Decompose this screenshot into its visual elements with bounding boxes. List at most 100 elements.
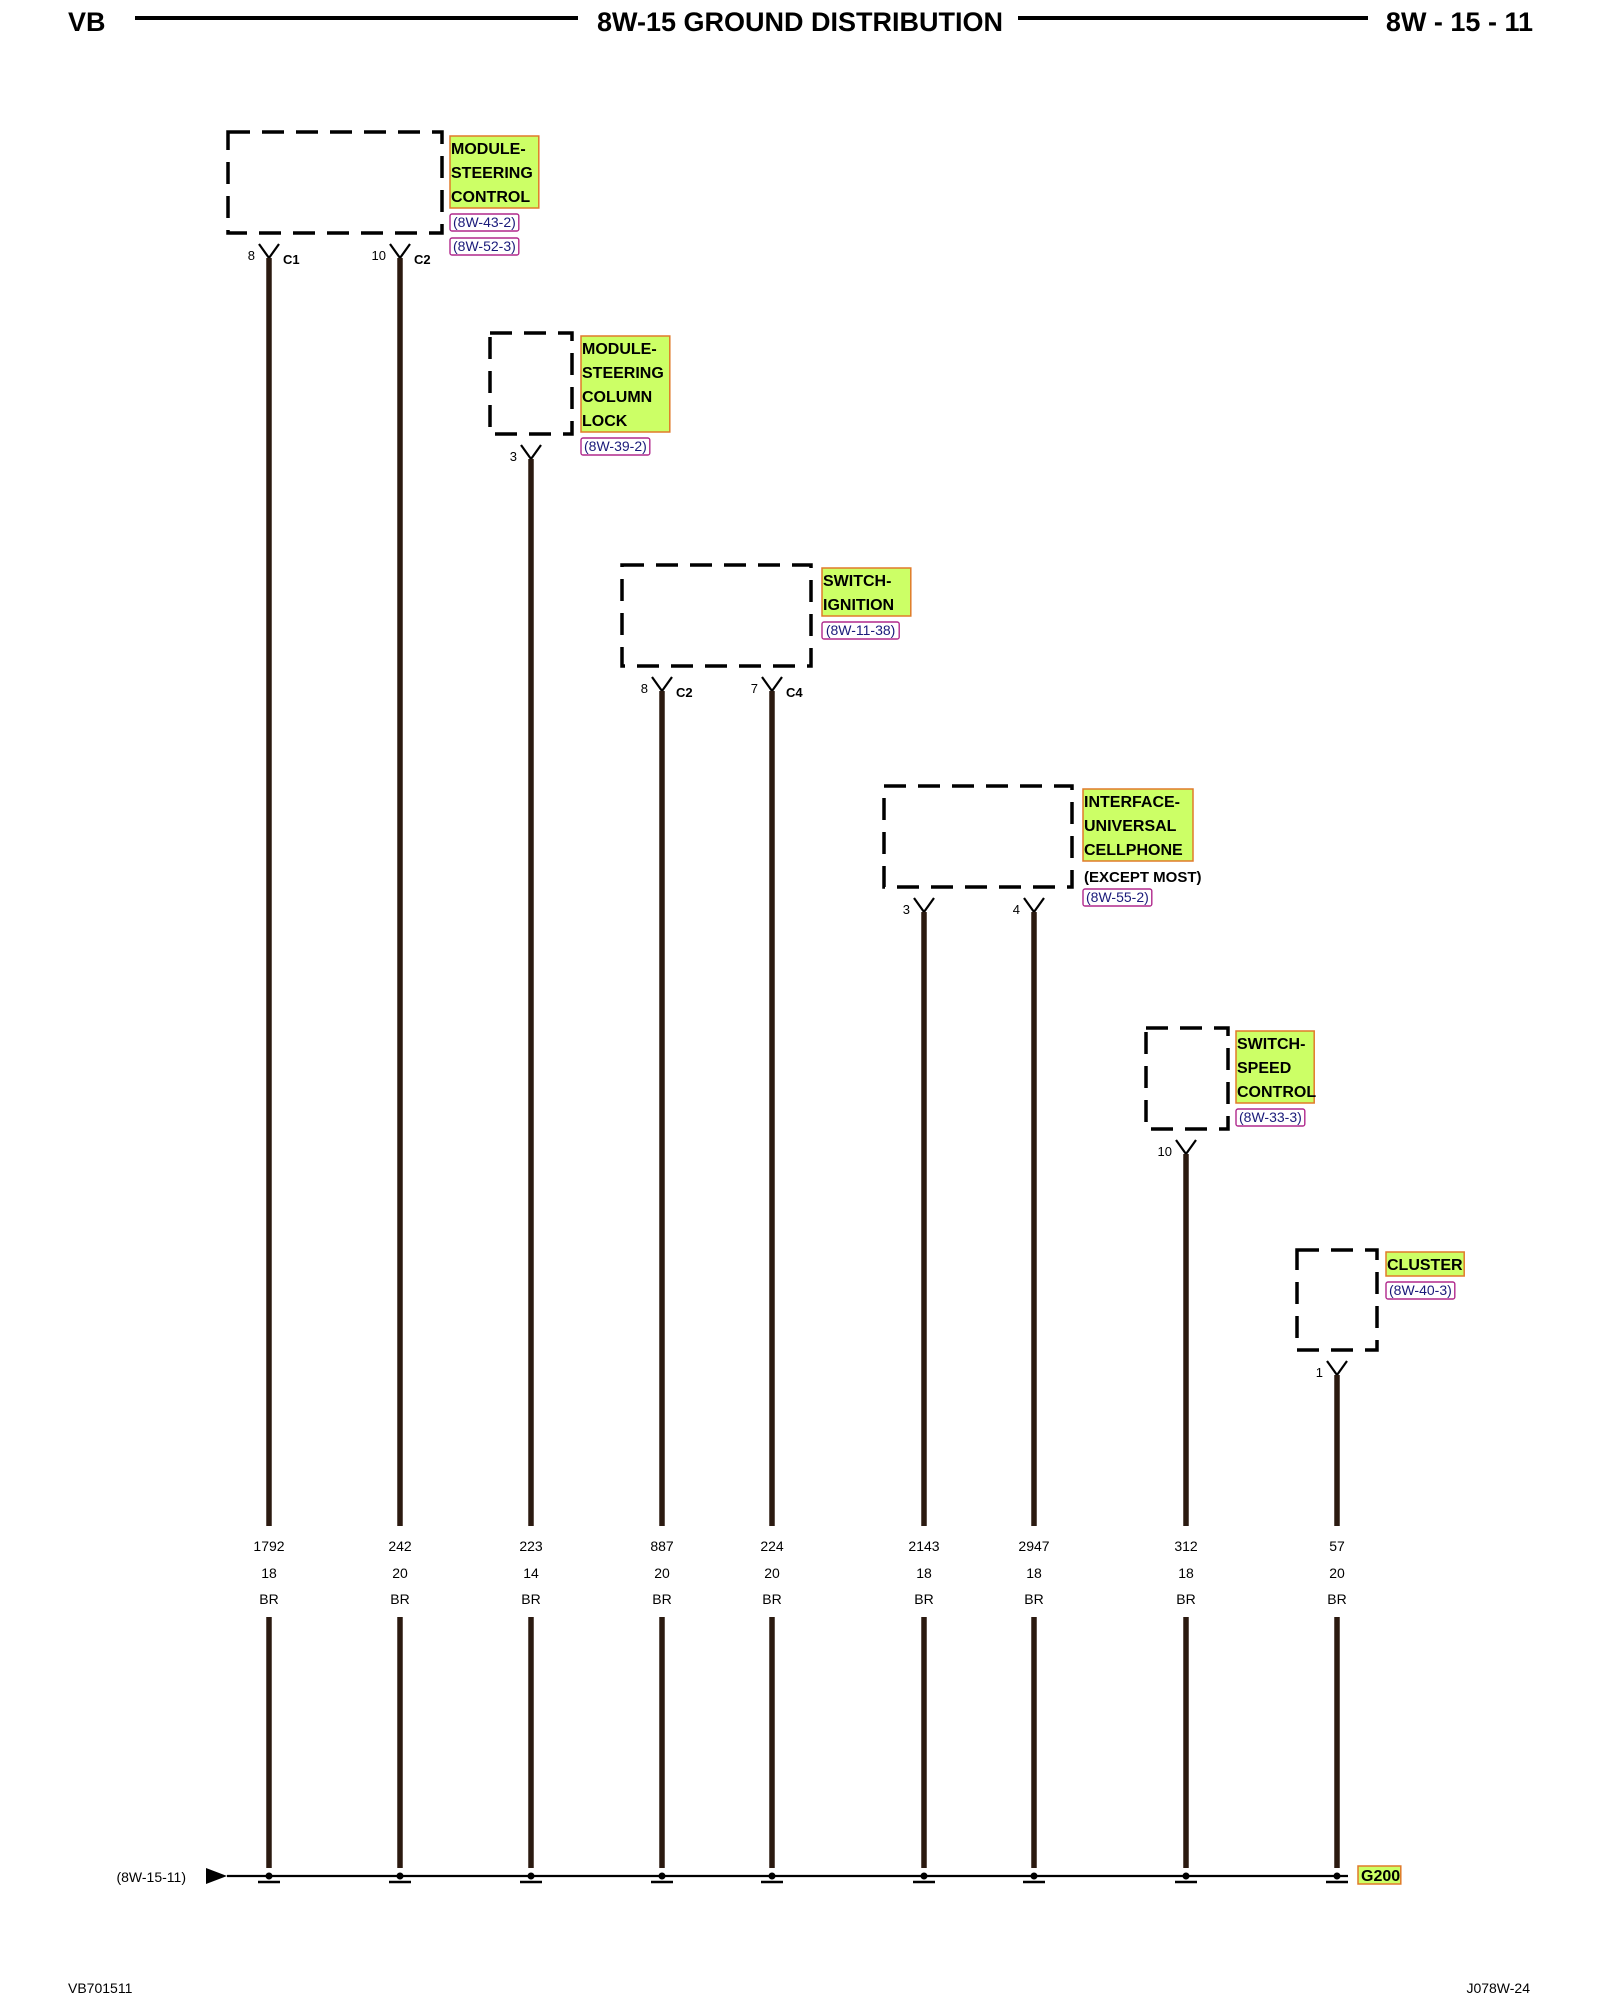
component-name-line: COLUMN	[582, 389, 652, 406]
component-name-line: STEERING	[582, 365, 664, 382]
pin-number: 3	[903, 902, 910, 917]
component-name-line: MODULE-	[451, 141, 526, 158]
wire-gauge: 14	[523, 1565, 539, 1581]
circuit-number: 224	[760, 1538, 784, 1554]
circuit-number: 1792	[253, 1538, 284, 1554]
component-name-line: CLUSTER	[1387, 1257, 1463, 1274]
wire-gauge: 20	[764, 1565, 780, 1581]
component-name-line: CONTROL	[451, 189, 530, 206]
ground-label: G200	[1361, 1868, 1400, 1885]
connector-terminal	[1023, 897, 1045, 914]
component-name-line: IGNITION	[823, 597, 894, 614]
page-header: VB 8W-15 GROUND DISTRIBUTION 8W - 15 - 1…	[68, 7, 1533, 37]
pin-number: 1	[1316, 1365, 1323, 1380]
footer-right: J078W-24	[1466, 1980, 1530, 1996]
reference-link[interactable]: (8W-33-3)	[1239, 1109, 1302, 1125]
connector-label: C2	[676, 685, 693, 700]
pin-number: 10	[1158, 1144, 1172, 1159]
pin-number: 8	[641, 681, 648, 696]
component-5: CLUSTER (8W-40-3)	[1295, 1248, 1465, 1352]
circuit-number: 2143	[908, 1538, 939, 1554]
component-label-bg	[1082, 788, 1194, 862]
reference-link[interactable]: (8W-52-3)	[453, 238, 516, 254]
components: MODULE- STEERING CONTROL (8W-43-2) (8W-52-3)…	[226, 130, 1465, 1352]
reference-link-box[interactable]	[449, 213, 520, 232]
reference-link-box[interactable]	[580, 437, 651, 456]
connector-label: C2	[414, 252, 431, 267]
component-name-line: INTERFACE-	[1084, 794, 1180, 811]
connector-terminal	[258, 243, 280, 260]
component-label-bg	[1385, 1251, 1465, 1277]
component-name-line: LOCK	[582, 413, 628, 430]
circuit-number: 242	[388, 1538, 412, 1554]
wire-gauge: 18	[261, 1565, 277, 1581]
page-title: 8W-15 GROUND DISTRIBUTION	[597, 7, 1003, 37]
component-name-line: CONTROL	[1237, 1084, 1316, 1101]
ground-label-bg	[1357, 1865, 1402, 1885]
reference-link-box[interactable]	[821, 621, 900, 640]
component-outline	[488, 331, 574, 436]
circuit-number: 887	[650, 1538, 674, 1554]
wire-gauge: 20	[654, 1565, 670, 1581]
header-right: 8W - 15 - 11	[1386, 7, 1533, 37]
component-outline	[1144, 1026, 1230, 1131]
component-2: SWITCH-IGNITION(8W-11-38)	[620, 563, 912, 668]
component-outline	[226, 130, 444, 235]
wire-color: BR	[762, 1591, 781, 1607]
wire-color: BR	[390, 1591, 409, 1607]
reference-link[interactable]: (8W-43-2)	[453, 214, 516, 230]
wire-gauge: 18	[1026, 1565, 1042, 1581]
connector-terminal	[913, 897, 935, 914]
circuit-number: 312	[1174, 1538, 1198, 1554]
connector-terminal	[761, 676, 783, 693]
reference-link-box[interactable]	[449, 237, 520, 256]
wire-color: BR	[1176, 1591, 1195, 1607]
reference-link[interactable]: (8W-40-3)	[1389, 1282, 1452, 1298]
wire-color: BR	[1024, 1591, 1043, 1607]
wire-color: BR	[914, 1591, 933, 1607]
circuit-number: 57	[1329, 1538, 1345, 1554]
wire-gauge: 18	[916, 1565, 932, 1581]
reference-link-box[interactable]	[1235, 1108, 1306, 1127]
connector-label: C4	[786, 685, 803, 700]
reference-link[interactable]: (8W-55-2)	[1086, 889, 1149, 905]
component-outline	[882, 784, 1074, 889]
pin-number: 10	[372, 248, 386, 263]
component-label-bg	[1235, 1030, 1315, 1104]
wire-color: BR	[259, 1591, 278, 1607]
wire-gauge: 18	[1178, 1565, 1194, 1581]
component-label-bg	[580, 335, 671, 433]
bus-reference[interactable]: (8W-15-11)	[116, 1869, 186, 1885]
pin-number: 3	[510, 449, 517, 464]
footer-left: VB701511	[68, 1980, 133, 1996]
pin-number: 8	[248, 248, 255, 263]
header-left: VB	[68, 7, 106, 37]
connector-terminal	[1175, 1139, 1197, 1156]
circuit-number: 2947	[1018, 1538, 1049, 1554]
reference-link[interactable]: (8W-39-2)	[584, 438, 647, 454]
component-label-bg	[821, 567, 912, 617]
reference-link[interactable]: (8W-11-38)	[826, 622, 896, 638]
reference-link-box[interactable]	[1082, 888, 1153, 907]
connector-label: C1	[283, 252, 300, 267]
component-note: (EXCEPT MOST)	[1084, 869, 1202, 886]
component-name-line: MODULE-	[582, 341, 657, 358]
component-name-line: SPEED	[1237, 1060, 1291, 1077]
reference-link-box[interactable]	[1385, 1281, 1456, 1300]
connector-terminal	[520, 444, 542, 461]
circuit-number: 223	[519, 1538, 543, 1554]
component-outline	[620, 563, 813, 668]
connector-terminal	[651, 676, 673, 693]
